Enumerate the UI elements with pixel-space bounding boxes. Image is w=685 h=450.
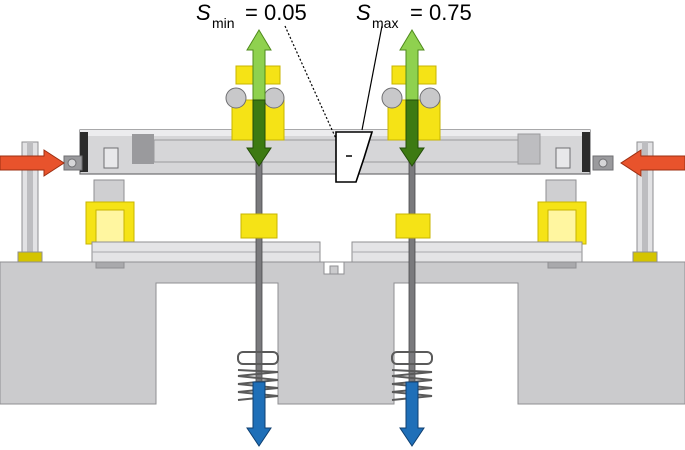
down-arrow-icon <box>246 99 272 167</box>
left-post <box>17 141 43 263</box>
s-min-subscript: min <box>212 15 235 31</box>
left-support <box>85 179 135 245</box>
left-green-arrows <box>246 29 272 167</box>
left-actuator <box>63 155 83 171</box>
s-min-symbol: S <box>196 0 211 25</box>
s-max-subscript: max <box>372 15 398 31</box>
s-max-label: S max = 0.75 <box>356 0 472 31</box>
detail-inset <box>335 131 374 183</box>
right-green-arrows <box>399 29 425 167</box>
right-support <box>537 179 587 245</box>
right-rod-clamp <box>395 213 431 239</box>
up-arrow-icon <box>246 29 272 101</box>
up-arrow-icon <box>399 29 425 101</box>
right-actuator <box>592 155 614 171</box>
left-clamp-block <box>103 147 119 169</box>
right-clamp-block <box>555 147 571 169</box>
s-max-callout-line <box>361 25 383 131</box>
s-min-callout-line <box>284 25 353 175</box>
s-min-label: S min = 0.05 <box>196 0 307 31</box>
down-arrow-icon <box>399 99 425 167</box>
down-arrow-icon <box>399 381 425 447</box>
left-rod-clamp <box>240 213 278 239</box>
left-arrow-icon <box>620 149 685 177</box>
s-min-value: = 0.05 <box>245 0 307 25</box>
lower-rail-left <box>91 241 321 269</box>
s-max-symbol: S <box>356 0 371 25</box>
upper-beam <box>79 129 591 175</box>
s-max-value: = 0.75 <box>410 0 472 25</box>
right-spring <box>391 351 433 401</box>
down-arrow-icon <box>246 381 272 447</box>
base-block <box>0 261 685 405</box>
right-arrow-icon <box>0 149 65 177</box>
